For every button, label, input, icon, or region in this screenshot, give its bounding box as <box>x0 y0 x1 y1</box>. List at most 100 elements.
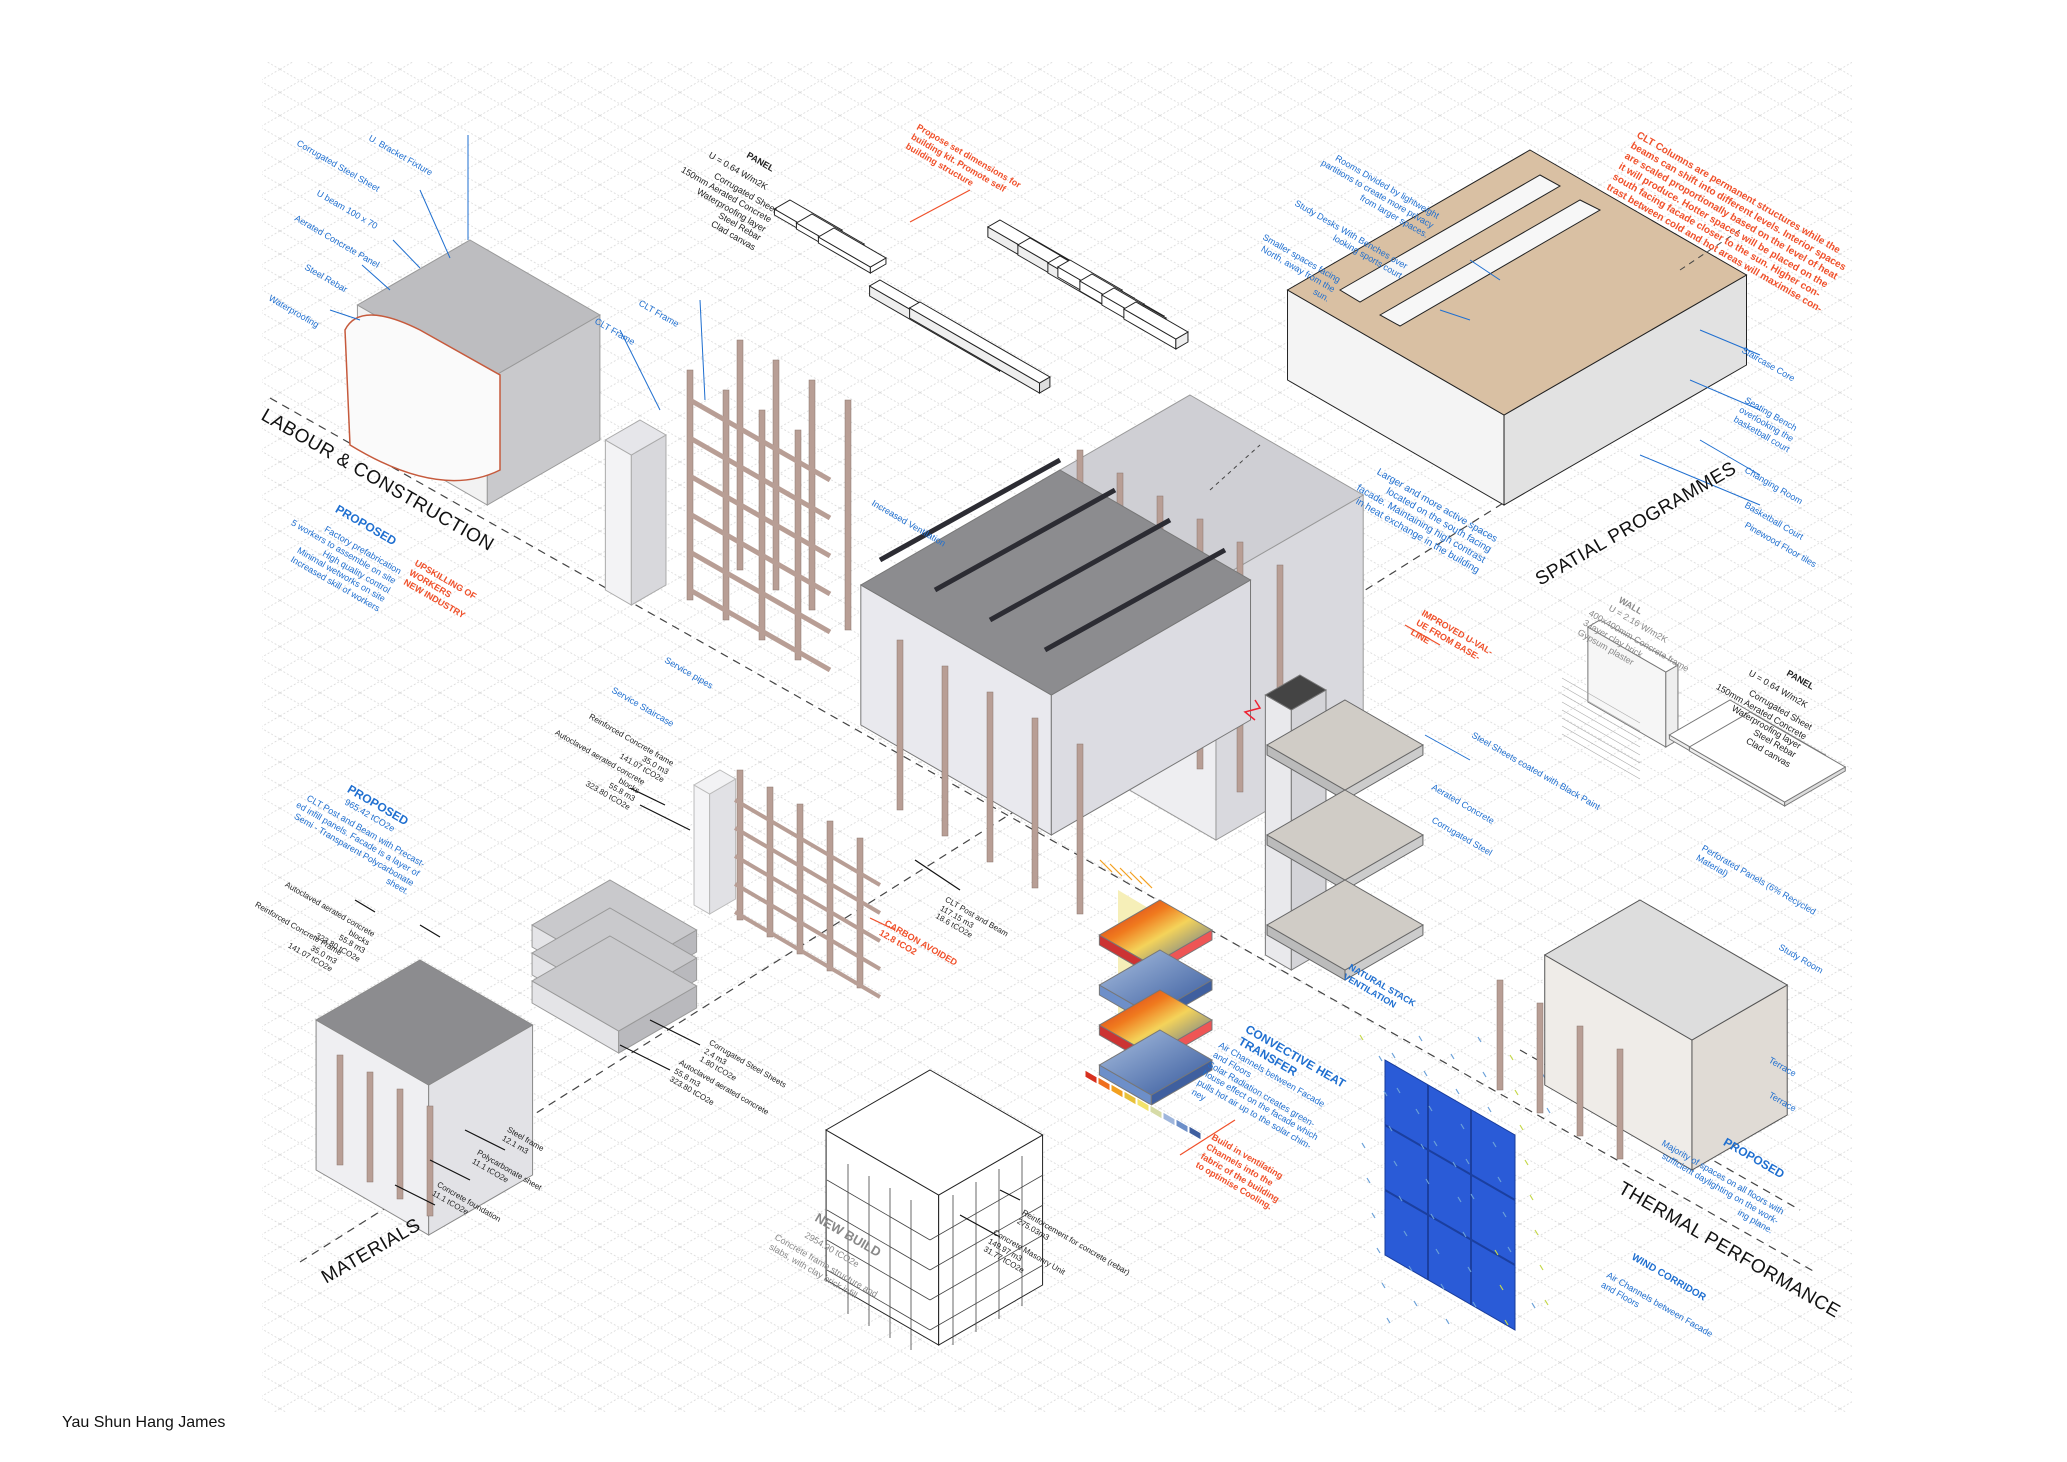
heat-legend-swatch <box>1123 1090 1137 1106</box>
wind-vector <box>1462 1231 1467 1238</box>
clt-column <box>336 1054 344 1166</box>
solar-ray-arrow <box>1129 871 1143 885</box>
wind-vector <box>1435 1248 1440 1255</box>
brick-course <box>1561 701 1641 748</box>
wind-vector <box>1534 1229 1539 1236</box>
cube-leader-line <box>419 189 451 259</box>
heat-slab-top <box>1098 1029 1213 1096</box>
new-build-floor <box>929 1204 1044 1271</box>
wind-vector <box>1455 1088 1460 1095</box>
wind-vector <box>1423 1070 1428 1077</box>
wind-vector <box>1467 1266 1472 1273</box>
brick-course <box>1561 709 1641 756</box>
carbon-avoided-arrow <box>869 917 896 931</box>
wind-vector <box>1376 1247 1381 1254</box>
solar-ray-arrow <box>1109 863 1123 877</box>
sports-hall-top <box>1286 149 1748 416</box>
clt-beam <box>688 587 832 673</box>
new-build-floor <box>826 1239 931 1301</box>
clt-beam <box>733 910 882 999</box>
heat-arrow-icon <box>1243 699 1262 721</box>
wind-vector <box>1539 1264 1544 1271</box>
material-leader-line <box>419 924 441 938</box>
heat-legend-swatch <box>1188 1125 1202 1141</box>
clt-column <box>766 786 774 938</box>
spatial-leader-line <box>1639 454 1761 506</box>
spatial-leader-line <box>1439 309 1471 321</box>
brick-course <box>1561 685 1641 732</box>
wind-vector <box>1393 1160 1398 1167</box>
wind-vector <box>1492 1141 1497 1148</box>
material-leader-line <box>464 1129 506 1151</box>
axis-dashed-line <box>1679 229 1741 271</box>
wind-vector <box>1514 1089 1519 1096</box>
cooling-note-arrow <box>1179 1119 1236 1156</box>
wind-vector <box>1371 1212 1376 1219</box>
wind-vector <box>1524 1159 1529 1166</box>
clt-column <box>896 639 904 811</box>
new-build-wireframe-top <box>825 1069 1044 1196</box>
material-leader-line <box>394 1184 436 1206</box>
clt-column <box>808 379 816 611</box>
wind-vector <box>1381 1282 1386 1289</box>
new-build-floor <box>929 1174 1044 1241</box>
kit-note-arrow <box>909 189 971 223</box>
spatial-leader-line <box>1469 259 1501 281</box>
wind-vector <box>1472 1301 1477 1308</box>
clt-column <box>772 359 780 591</box>
wind-vector <box>1391 1052 1396 1059</box>
material-leader-line <box>639 804 691 831</box>
clt-beam <box>733 798 882 887</box>
wind-vector <box>1519 1124 1524 1131</box>
material-leader-line <box>429 1159 471 1181</box>
kit-panel-top <box>817 227 887 268</box>
roof-skylight <box>988 517 1172 623</box>
new-build-floor <box>826 1179 931 1241</box>
wind-vector <box>1403 1230 1408 1237</box>
apartment-column <box>1536 1002 1544 1114</box>
wind-vector <box>1408 1265 1413 1272</box>
brick-course <box>1561 717 1641 764</box>
roof-skylight <box>1043 547 1227 653</box>
wind-vector <box>1428 1105 1433 1112</box>
small-building-top <box>315 959 534 1086</box>
partition-wall <box>1378 199 1602 327</box>
new-build-floor <box>929 1264 1044 1331</box>
axis-dashed-line <box>269 397 1816 1273</box>
wind-vector <box>1425 1178 1430 1185</box>
new-build-floor <box>929 1234 1044 1301</box>
apartment-column <box>1616 1048 1624 1160</box>
heat-legend-swatch <box>1175 1118 1189 1134</box>
roof-skylight <box>878 457 1062 563</box>
facade-section-top <box>1264 674 1327 711</box>
brick-wall-sample-top <box>1586 619 1679 673</box>
wind-vector <box>1440 1283 1445 1290</box>
service-core-top <box>604 419 667 456</box>
wind-vector <box>1361 1142 1366 1149</box>
cube-leader-line <box>329 309 361 321</box>
clt-column <box>856 837 864 989</box>
heat-legend-swatch <box>1162 1111 1176 1127</box>
clt-column <box>796 803 804 955</box>
wind-vector <box>1531 1302 1536 1309</box>
solar-ray-arrow <box>1099 859 1113 873</box>
wind-vector <box>1529 1194 1534 1201</box>
wind-vector <box>1507 1246 1512 1253</box>
wind-vector <box>1420 1143 1425 1150</box>
clt-beam <box>733 854 882 943</box>
wind-vector <box>1430 1213 1435 1220</box>
wind-vector <box>1470 1193 1475 1200</box>
wind-vector <box>1445 1318 1450 1325</box>
transom <box>1384 1189 1516 1266</box>
wind-vector <box>1504 1319 1509 1326</box>
improved-arrow <box>1404 624 1441 646</box>
wind-vector <box>1465 1158 1470 1165</box>
axis-dashed-line <box>1209 444 1261 491</box>
clt-beam <box>688 397 832 483</box>
clt-beam <box>688 473 832 559</box>
material-leader-line <box>649 1019 701 1046</box>
wind-vector <box>1366 1177 1371 1184</box>
roof-skylight <box>933 487 1117 593</box>
facade-leader-line <box>1424 734 1471 761</box>
clt-beam <box>688 549 832 635</box>
